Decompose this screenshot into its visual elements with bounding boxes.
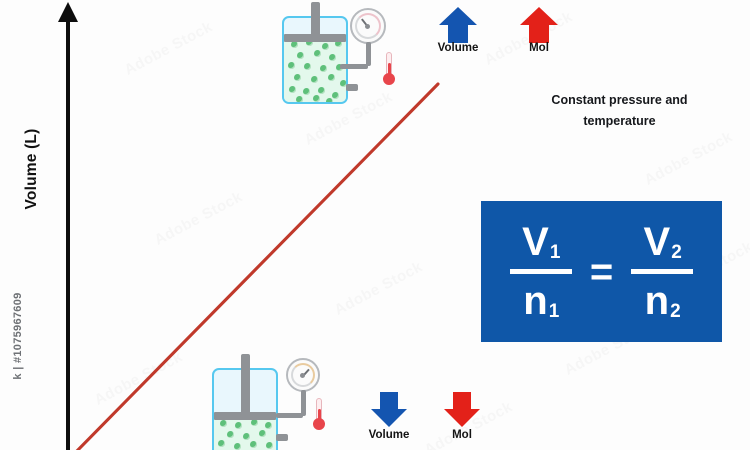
watermark-tile: Adobe Stock bbox=[91, 348, 186, 409]
cylinder-outlet bbox=[276, 434, 288, 441]
piston-rod bbox=[311, 2, 320, 38]
thermometer-bulb bbox=[313, 418, 325, 430]
thermometer-bulb bbox=[383, 73, 395, 85]
volume-arrow-label-bottom: Volume bbox=[368, 429, 410, 441]
thermometer-icon bbox=[313, 398, 327, 432]
y-axis-label: Volume (L) bbox=[23, 128, 40, 210]
volume-arrow-label-top: Volume bbox=[437, 42, 479, 54]
formula-v2: V2 bbox=[643, 220, 682, 264]
equals-sign: = bbox=[589, 249, 614, 294]
formula-v1: V1 bbox=[522, 220, 561, 264]
thermometer-mercury bbox=[317, 409, 321, 422]
condition-line-1: Constant pressure and bbox=[551, 93, 688, 107]
formula-n2: n2 bbox=[644, 279, 681, 323]
piston-rod bbox=[241, 354, 250, 416]
cylinder-outlet bbox=[346, 84, 358, 91]
volume-arrow-up-icon bbox=[437, 6, 479, 44]
watermark-tile: Adobe Stock bbox=[151, 188, 246, 249]
piston-plate bbox=[214, 412, 276, 420]
piston-cylinder-expanded-icon bbox=[282, 2, 358, 104]
piston-cylinder-compressed-icon bbox=[212, 354, 288, 450]
thermometer-mercury bbox=[387, 63, 391, 77]
gauge-scale-arc bbox=[291, 363, 315, 387]
piston-plate bbox=[284, 34, 346, 42]
watermark-tile: Adobe Stock bbox=[331, 258, 426, 319]
fraction-bar-right bbox=[631, 269, 694, 274]
image-credit-label: k | #1075967609 bbox=[12, 292, 24, 380]
mol-arrow-up-icon bbox=[518, 6, 560, 44]
mol-arrow-label-top: Mol bbox=[529, 42, 549, 54]
gauge-hub bbox=[300, 373, 305, 378]
avogadro-formula-panel: V1 n1 = V2 n2 bbox=[481, 201, 722, 342]
gauge-stem bbox=[365, 42, 371, 66]
gauge-hub bbox=[365, 24, 370, 29]
mol-arrow-label-bottom: Mol bbox=[452, 429, 472, 441]
condition-line-2: temperature bbox=[583, 113, 656, 128]
y-axis-arrow-up-icon bbox=[58, 2, 78, 22]
y-axis-line bbox=[66, 18, 70, 450]
fraction-bar-left bbox=[509, 269, 572, 274]
pressure-gauge-icon bbox=[276, 358, 322, 420]
watermark-tile: Adobe Stock bbox=[121, 18, 216, 79]
volume-arrow-down-icon bbox=[369, 391, 409, 428]
gauge-tube bbox=[340, 64, 368, 69]
formula-n1: n1 bbox=[523, 279, 560, 323]
gas-region-compressed bbox=[214, 416, 276, 450]
pressure-gauge-icon bbox=[340, 8, 386, 70]
fraction-left: V1 n1 bbox=[509, 220, 572, 323]
condition-caption: Constant pressure and temperature bbox=[512, 90, 727, 131]
mol-arrow-down-icon bbox=[442, 391, 482, 428]
gas-region-expanded bbox=[284, 36, 346, 102]
gauge-tube bbox=[276, 413, 303, 418]
gauge-stem bbox=[300, 390, 306, 416]
thermometer-icon bbox=[383, 52, 397, 86]
gauge-scale-arc bbox=[355, 13, 381, 39]
watermark-tile: Adobe Stock bbox=[641, 128, 736, 189]
fraction-right: V2 n2 bbox=[631, 220, 694, 323]
